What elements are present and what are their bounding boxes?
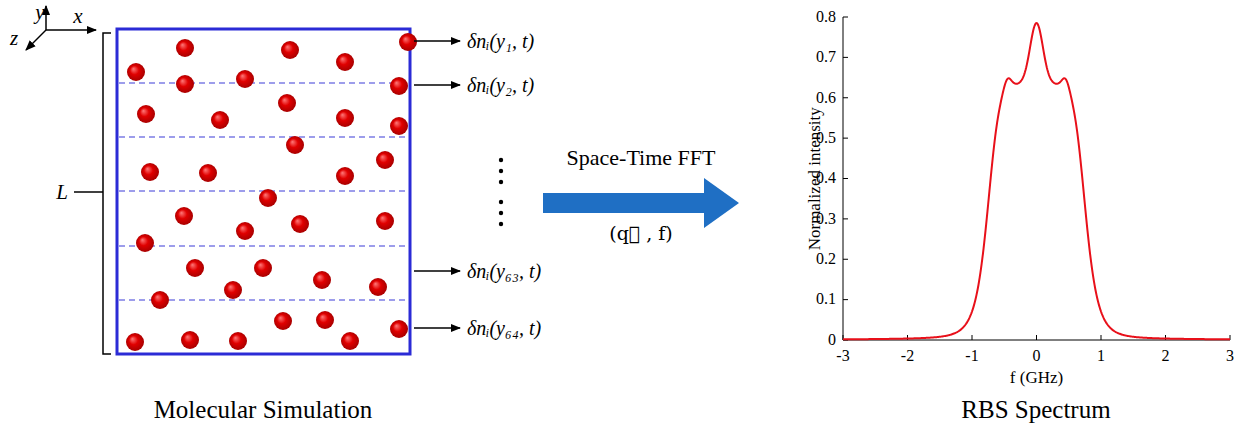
- output-arrow: [414, 41, 460, 328]
- signal-label: δnᵢ(y₆₄, t): [467, 317, 541, 340]
- simulation-box: [117, 29, 410, 354]
- tick-label: 0.2: [816, 250, 836, 268]
- signal-label: δnᵢ(y₂, t): [467, 74, 534, 97]
- tick: [843, 218, 848, 219]
- tick: [1036, 335, 1037, 340]
- tick: [843, 138, 848, 139]
- axis-title: f (GHz): [1010, 368, 1063, 388]
- tick-label: 0: [1033, 347, 1041, 365]
- panel-caption: Molecular Simulation: [154, 396, 373, 425]
- axis-name: x: [73, 4, 82, 28]
- tick: [843, 57, 848, 58]
- tick: [843, 97, 848, 98]
- tick-label: -2: [901, 347, 914, 365]
- tick-label: 1: [1097, 347, 1105, 365]
- tick-label: 0.1: [816, 290, 836, 308]
- tick-label: 0.8: [816, 8, 836, 26]
- tick: [843, 259, 848, 260]
- spectrum-chart: [843, 17, 1230, 340]
- length-bracket: [74, 33, 111, 354]
- tick-label: -3: [836, 347, 849, 365]
- tick: [843, 17, 848, 18]
- tick-label: 2: [1162, 347, 1170, 365]
- tick: [843, 299, 848, 300]
- transform-variables: (q⃗ , f): [609, 223, 673, 245]
- axis-name: y: [35, 0, 44, 24]
- edge-label: Space-Time FFT: [565, 145, 718, 170]
- signal-label: δnᵢ(y₆₃, t): [467, 260, 541, 283]
- axis-title: Normalized intensity: [805, 107, 825, 250]
- tick-label: -1: [965, 347, 978, 365]
- panel-caption: RBS Spectrum: [961, 396, 1110, 425]
- slab-divider: [119, 83, 408, 300]
- transform-arrow: [543, 178, 739, 228]
- tick-label: 0.7: [816, 48, 836, 66]
- molecule: [126, 33, 417, 351]
- spectrum-curve: [843, 23, 1230, 339]
- tick: [843, 178, 848, 179]
- simulation-panel: Molecular Simulation: [5, 0, 540, 433]
- dimension-label: L: [56, 180, 68, 204]
- tick: [1101, 335, 1102, 340]
- axis-name: z: [10, 26, 18, 50]
- signal-label: δnᵢ(y₁, t): [467, 30, 534, 53]
- ellipsis-dots: [499, 158, 503, 226]
- tick: [972, 335, 973, 340]
- tick-label: 0.6: [816, 89, 836, 107]
- tick-label: 3: [1226, 347, 1234, 365]
- tick-label: 0: [828, 331, 836, 349]
